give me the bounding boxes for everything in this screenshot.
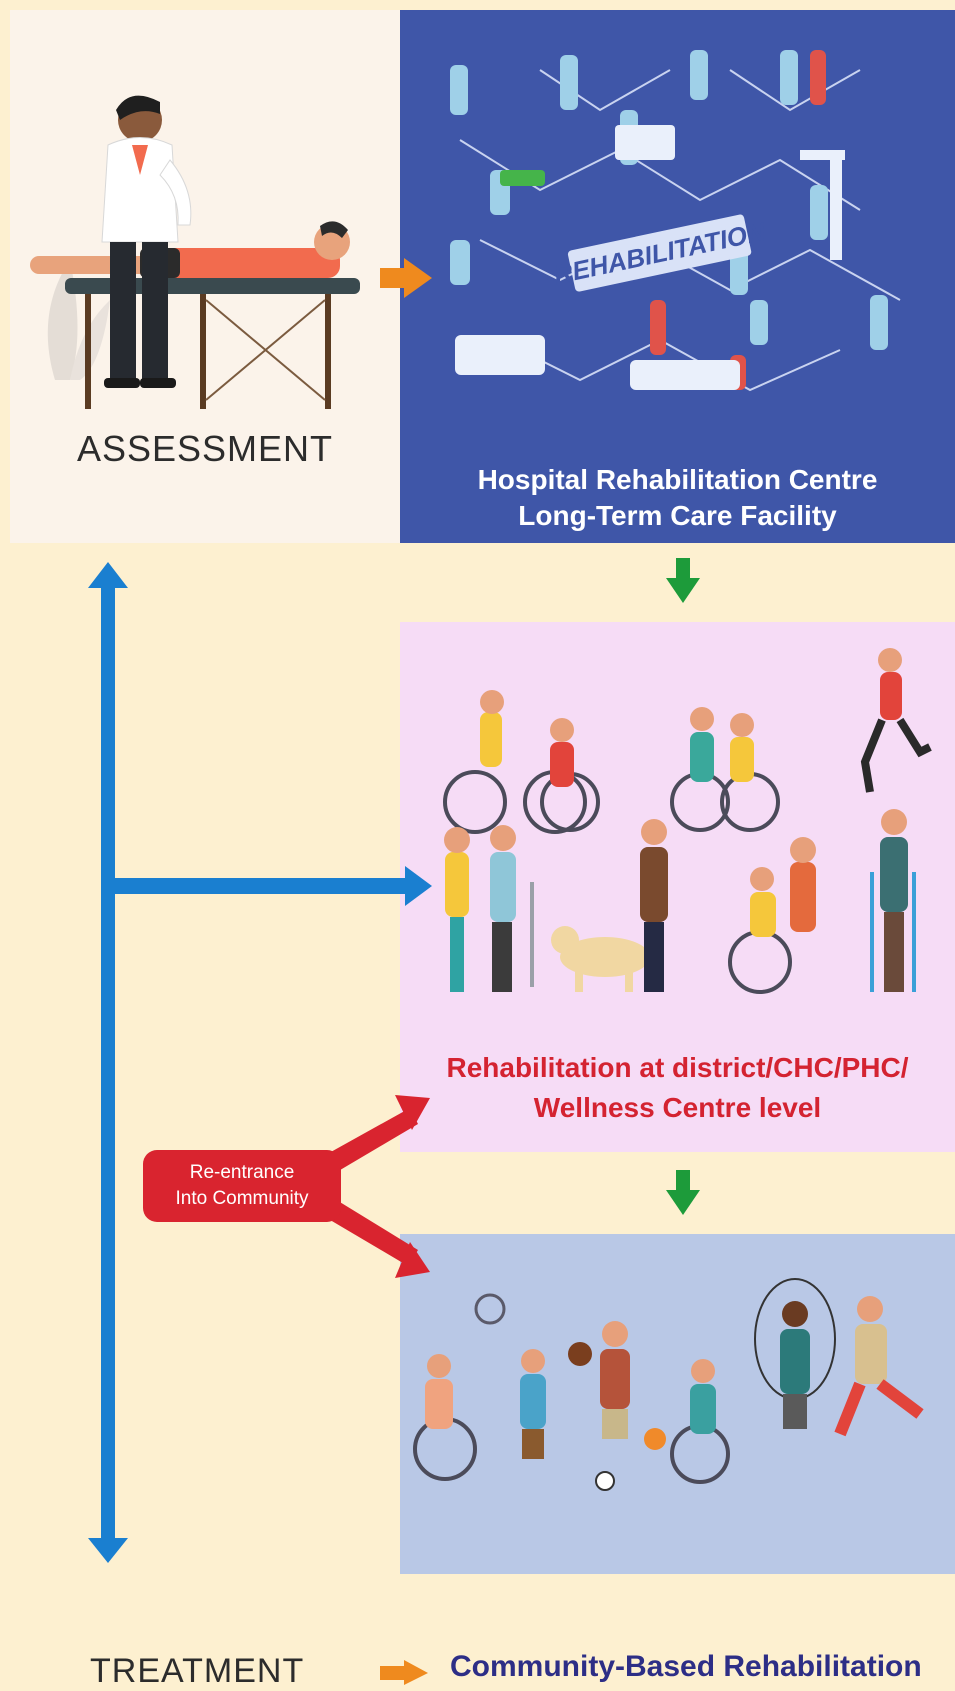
community-based-rehabilitation-label: Community-Based Rehabilitation <box>450 1650 922 1683</box>
green-arrow-to-community <box>666 1170 700 1215</box>
rehabilitation-network-illustration: REHABILITATION <box>450 50 901 392</box>
hospital-caption-line2: Long-Term Care Facility <box>518 500 837 531</box>
blue-vertical-arrow <box>88 562 432 1563</box>
hospital-rehabilitation-panel <box>400 10 955 543</box>
assessment-illustration <box>30 95 360 409</box>
district-caption-line2: Wellness Centre level <box>533 1092 822 1123</box>
orange-arrow-to-hospital <box>380 258 432 298</box>
red-arrow-to-district <box>320 1095 430 1176</box>
legend-orange-arrow <box>380 1660 428 1685</box>
district-caption-line1: Rehabilitation at district/CHC/PHC/ <box>446 1052 909 1083</box>
community-rehabilitation-panel <box>400 1234 955 1574</box>
district-caption: Rehabilitation at district/CHC/PHC/ Well… <box>400 1048 955 1128</box>
reentrance-badge: Re-entrance Into Community <box>143 1150 341 1222</box>
reentrance-line1: Re-entrance <box>189 1162 295 1183</box>
assessment-label: ASSESSMENT <box>76 428 334 469</box>
reentrance-line2: Into Community <box>175 1188 309 1209</box>
hospital-caption-line1: Hospital Rehabilitation Centre <box>477 464 878 495</box>
community-rehabilitation-illustration <box>413 1278 924 1491</box>
green-arrow-to-district <box>666 558 700 603</box>
treatment-label: TREATMENT <box>90 1652 305 1690</box>
district-rehabilitation-illustration <box>443 648 932 994</box>
hospital-caption: Hospital Rehabilitation Centre Long-Term… <box>400 462 955 534</box>
red-arrow-to-community <box>320 1196 430 1278</box>
